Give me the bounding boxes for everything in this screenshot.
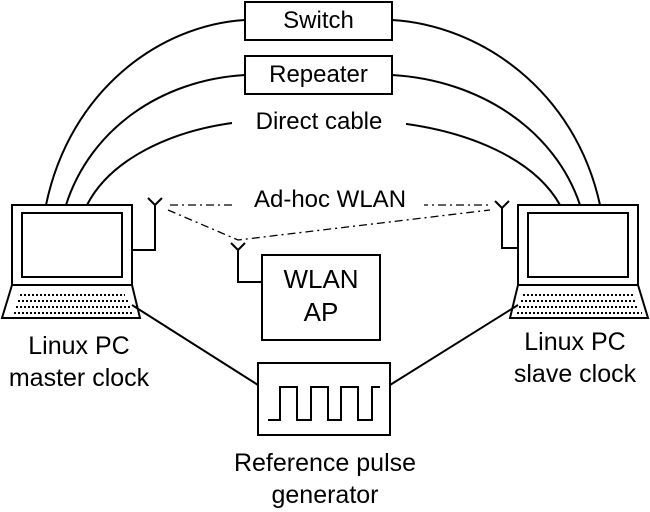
master-pc-label-line2: master clock [8,364,150,392]
pulse-generator-label-line2: generator [271,481,379,509]
slave-antenna-icon [494,200,518,249]
adhoc-wlan-label: Ad-hoc WLAN [236,188,424,212]
direct-cable-label: Direct cable [232,110,406,134]
slave-pc-label-line2: slave clock [513,360,637,388]
square-wave-icon [268,386,380,421]
pulse-generator-label-line1: Reference pulse [233,449,417,477]
wlan-ap-label-line1: WLAN [283,264,359,294]
adhoc-wlan-link [167,204,491,241]
repeater-label: Repeater [269,61,368,88]
slave-pc-label-line1: Linux PC [524,328,626,356]
repeater-arc [65,74,581,206]
switch-box [244,1,393,41]
repeater-box [244,55,393,95]
slave-pulse-cable [389,304,519,386]
master-antenna-icon [132,197,163,251]
wlan-ap-box [261,254,381,341]
master-laptop-icon [0,204,142,319]
switch-arc [45,19,601,206]
master-pulse-cable [131,304,259,386]
pulse-generator-box [257,362,391,436]
ap-antenna-icon [230,242,262,283]
direct-cable-arc [86,121,561,206]
switch-label: Switch [283,7,354,34]
wlan-ap-label-line2: AP [303,297,339,327]
master-pc-label-line1: Linux PC [28,332,130,360]
slave-laptop-icon [508,204,650,319]
